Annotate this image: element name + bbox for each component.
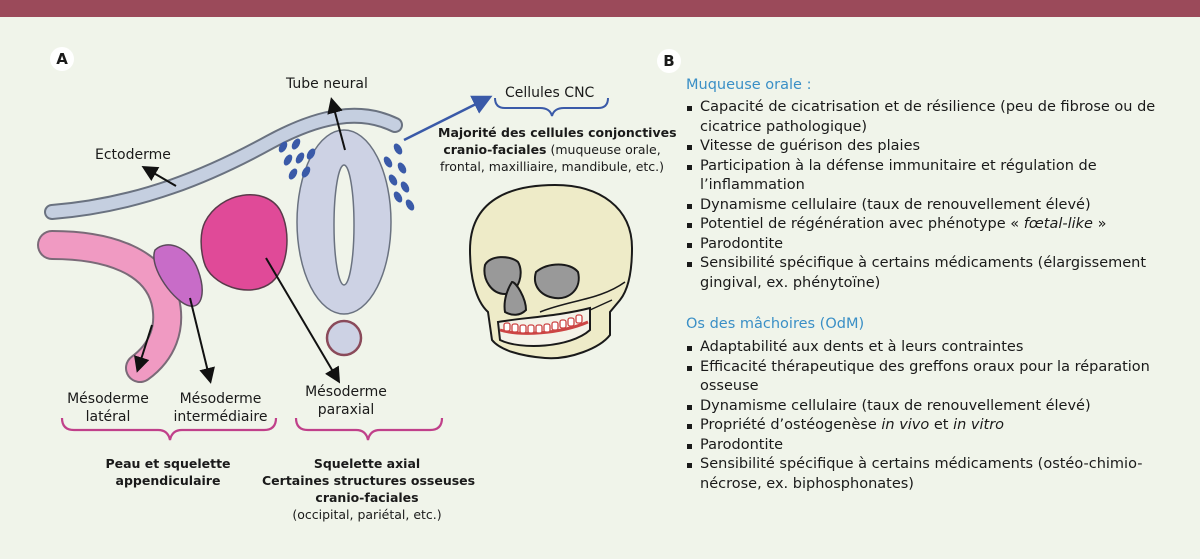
fetal-like-text: fœtal-like	[1023, 216, 1093, 232]
list-item: Dynamisme cellulaire (taux de renouvelle…	[686, 397, 1186, 417]
label-tube-neural: Tube neural	[286, 76, 368, 92]
list-item: Sensibilité spécifique à certains médica…	[686, 254, 1186, 293]
list-item: Efficacité thérapeutique des greffons or…	[686, 358, 1186, 397]
mesoderme-intermediaire-2: intermédiaire	[173, 409, 268, 425]
top-bar	[0, 0, 1200, 17]
mesoderme-lateral-2: latéral	[85, 409, 131, 425]
panel-b-label: B	[657, 49, 681, 73]
list-item: Participation à la défense immunitaire e…	[686, 157, 1186, 196]
muqueuse-list: Capacité de cicatrisation et de résilien…	[686, 98, 1186, 293]
mesoderme-lateral-1: Mésoderme	[67, 391, 149, 407]
skull-illustration	[468, 183, 634, 360]
cnc-dots	[278, 138, 415, 211]
brace-peau	[60, 417, 278, 441]
fetal-close: »	[1092, 216, 1107, 232]
label-mesoderme-paraxial: Mésoderme paraxial	[296, 383, 396, 419]
mesoderme-intermediaire-1: Mésoderme	[179, 391, 262, 407]
list-item: Vitesse de guérison des plaies	[686, 137, 1186, 157]
cnc-desc-rest-1: (muqueuse orale,	[546, 142, 661, 157]
cnc-desc-bold-1: Majorité des cellules conjonctives	[438, 125, 677, 140]
list-item: Capacité de cicatrisation et de résilien…	[686, 98, 1186, 137]
label-ectoderme: Ectoderme	[95, 147, 171, 163]
label-peau-squelette: Peau et squelette appendiculaire	[88, 455, 248, 489]
label-mesoderme-intermediaire: Mésoderme intermédiaire	[168, 390, 273, 426]
peau-1: Peau et squelette	[105, 456, 231, 471]
brace-cnc	[494, 97, 609, 117]
os-list: Adaptabilité aux dents et à leurs contra…	[686, 338, 1186, 494]
in-vitro-text: in vitro	[953, 417, 1005, 433]
mesoderme-paraxial-2: paraxial	[317, 402, 375, 418]
brace-squelette	[294, 417, 444, 441]
muqueuse-title: Muqueuse orale :	[686, 77, 812, 93]
squelette-4: (occipital, pariétal, etc.)	[292, 507, 442, 522]
list-item-text: Potentiel de régénération avec phénotype…	[700, 216, 1024, 232]
list-item: Parodontite	[686, 235, 1186, 255]
label-squelette-axial: Squelette axial Certaines structures oss…	[262, 455, 476, 523]
in-vivo-text: in vivo	[881, 417, 930, 433]
squelette-3: cranio-faciales	[315, 490, 419, 505]
paraxial-mesoderm	[200, 194, 288, 291]
intermediate-mesoderm	[153, 244, 203, 307]
list-item: Propriété d’ostéogenèse in vivo et in vi…	[686, 416, 1186, 436]
list-item: Dynamisme cellulaire (taux de renouvelle…	[686, 196, 1186, 216]
cnc-desc-bold-2: cranio-faciales	[443, 142, 547, 157]
label-mesoderme-lateral: Mésoderme latéral	[58, 390, 158, 426]
squelette-2: Certaines structures osseuses	[262, 473, 476, 488]
os-title: Os des mâchoires (OdM)	[686, 316, 865, 332]
list-item: Adaptabilité aux dents et à leurs contra…	[686, 338, 1186, 358]
label-cellules-cnc: Cellules CNC	[505, 85, 595, 101]
list-item: Sensibilité spécifique à certains médica…	[686, 455, 1186, 494]
notochord	[325, 319, 363, 357]
cnc-desc-rest-2: frontal, maxilliaire, mandibule, etc.)	[439, 159, 665, 174]
squelette-1: Squelette axial	[313, 456, 421, 471]
mesoderme-paraxial-1: Mésoderme	[305, 384, 387, 400]
list-item-text: Propriété d’ostéogenèse	[700, 417, 882, 433]
cnc-description: Majorité des cellules conjonctives crani…	[438, 124, 677, 175]
et-text: et	[929, 417, 954, 433]
list-item: Parodontite	[686, 436, 1186, 456]
panel-a-label: A	[50, 47, 74, 71]
list-item: Potentiel de régénération avec phénotype…	[686, 215, 1186, 235]
peau-2: appendiculaire	[115, 473, 221, 488]
